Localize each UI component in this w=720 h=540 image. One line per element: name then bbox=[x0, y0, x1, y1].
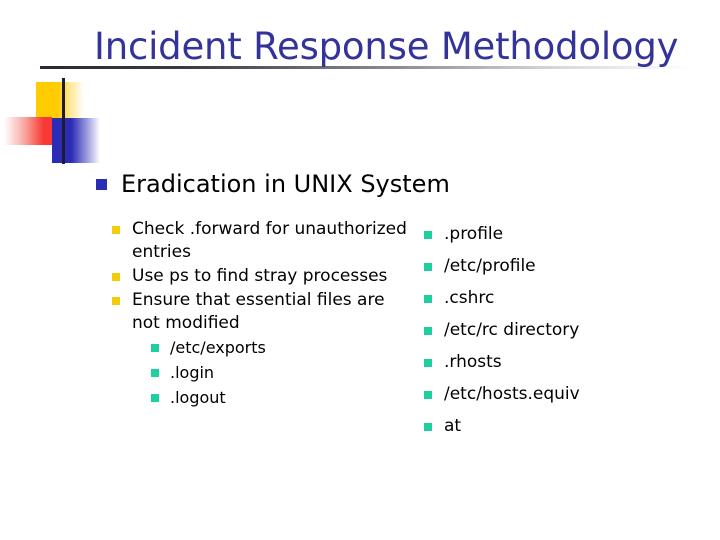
gold-square-bullet-icon bbox=[112, 297, 120, 305]
list-item: .rhosts bbox=[424, 352, 704, 373]
list-item-label: /etc/exports bbox=[170, 338, 266, 357]
list-item-label: at bbox=[444, 416, 462, 436]
list-item: Ensure that essential files are not modi… bbox=[112, 289, 412, 335]
section-heading: Eradication in UNIX System bbox=[96, 168, 450, 200]
list-item-label: /etc/rc directory bbox=[444, 320, 580, 340]
teal-square-bullet-icon bbox=[151, 344, 159, 352]
list-item: /etc/hosts.equiv bbox=[424, 384, 704, 405]
teal-square-bullet-icon bbox=[151, 369, 159, 377]
list-item-label: .profile bbox=[444, 224, 504, 244]
teal-square-bullet-icon bbox=[424, 391, 432, 399]
right-column: .profile /etc/profile .cshrc /etc/rc dir… bbox=[424, 224, 704, 448]
teal-square-bullet-icon bbox=[151, 394, 159, 402]
list-item: .logout bbox=[151, 387, 412, 408]
list-item-label: /etc/profile bbox=[444, 256, 536, 276]
list-item-label: Ensure that essential files are not modi… bbox=[132, 290, 385, 333]
section-heading-label: Eradication in UNIX System bbox=[121, 170, 450, 198]
list-item: Check .forward for unauthorized entries bbox=[112, 218, 412, 264]
teal-square-bullet-icon bbox=[424, 231, 432, 239]
blue-square-icon bbox=[52, 118, 100, 163]
teal-square-bullet-icon bbox=[424, 295, 432, 303]
list-item: Use ps to find stray processes bbox=[112, 265, 412, 288]
list-item: at bbox=[424, 416, 704, 437]
slide-body: Eradication in UNIX System Check .forwar… bbox=[0, 160, 720, 540]
list-item: /etc/exports bbox=[151, 337, 412, 358]
yellow-square-icon bbox=[36, 82, 84, 118]
gold-square-bullet-icon bbox=[112, 273, 120, 281]
blue-square-bullet-icon bbox=[96, 179, 107, 190]
list-item-label: Use ps to find stray processes bbox=[132, 266, 388, 286]
horizontal-rule bbox=[40, 66, 690, 69]
list-item: /etc/rc directory bbox=[424, 320, 704, 341]
nested-list: /etc/exports .login .logout bbox=[151, 337, 412, 408]
list-item: /etc/profile bbox=[424, 256, 704, 277]
teal-square-bullet-icon bbox=[424, 327, 432, 335]
list-item-label: .cshrc bbox=[444, 288, 495, 308]
list-item-label: Check .forward for unauthorized entries bbox=[132, 219, 407, 262]
slide-title: Incident Response Methodology bbox=[94, 25, 679, 68]
list-item-label: .rhosts bbox=[444, 352, 502, 372]
list-item: .login bbox=[151, 362, 412, 383]
list-item: .cshrc bbox=[424, 288, 704, 309]
decorative-corner-graphic bbox=[0, 70, 120, 170]
list-item-label: .login bbox=[170, 363, 215, 382]
list-item-label: .logout bbox=[170, 388, 226, 407]
gold-square-bullet-icon bbox=[112, 226, 120, 234]
left-column: Check .forward for unauthorized entries … bbox=[112, 218, 412, 412]
teal-square-bullet-icon bbox=[424, 263, 432, 271]
teal-square-bullet-icon bbox=[424, 359, 432, 367]
list-item: .profile bbox=[424, 224, 704, 245]
teal-square-bullet-icon bbox=[424, 423, 432, 431]
vertical-rule bbox=[62, 78, 65, 164]
list-item-label: /etc/hosts.equiv bbox=[444, 384, 580, 404]
red-square-icon bbox=[4, 117, 52, 145]
